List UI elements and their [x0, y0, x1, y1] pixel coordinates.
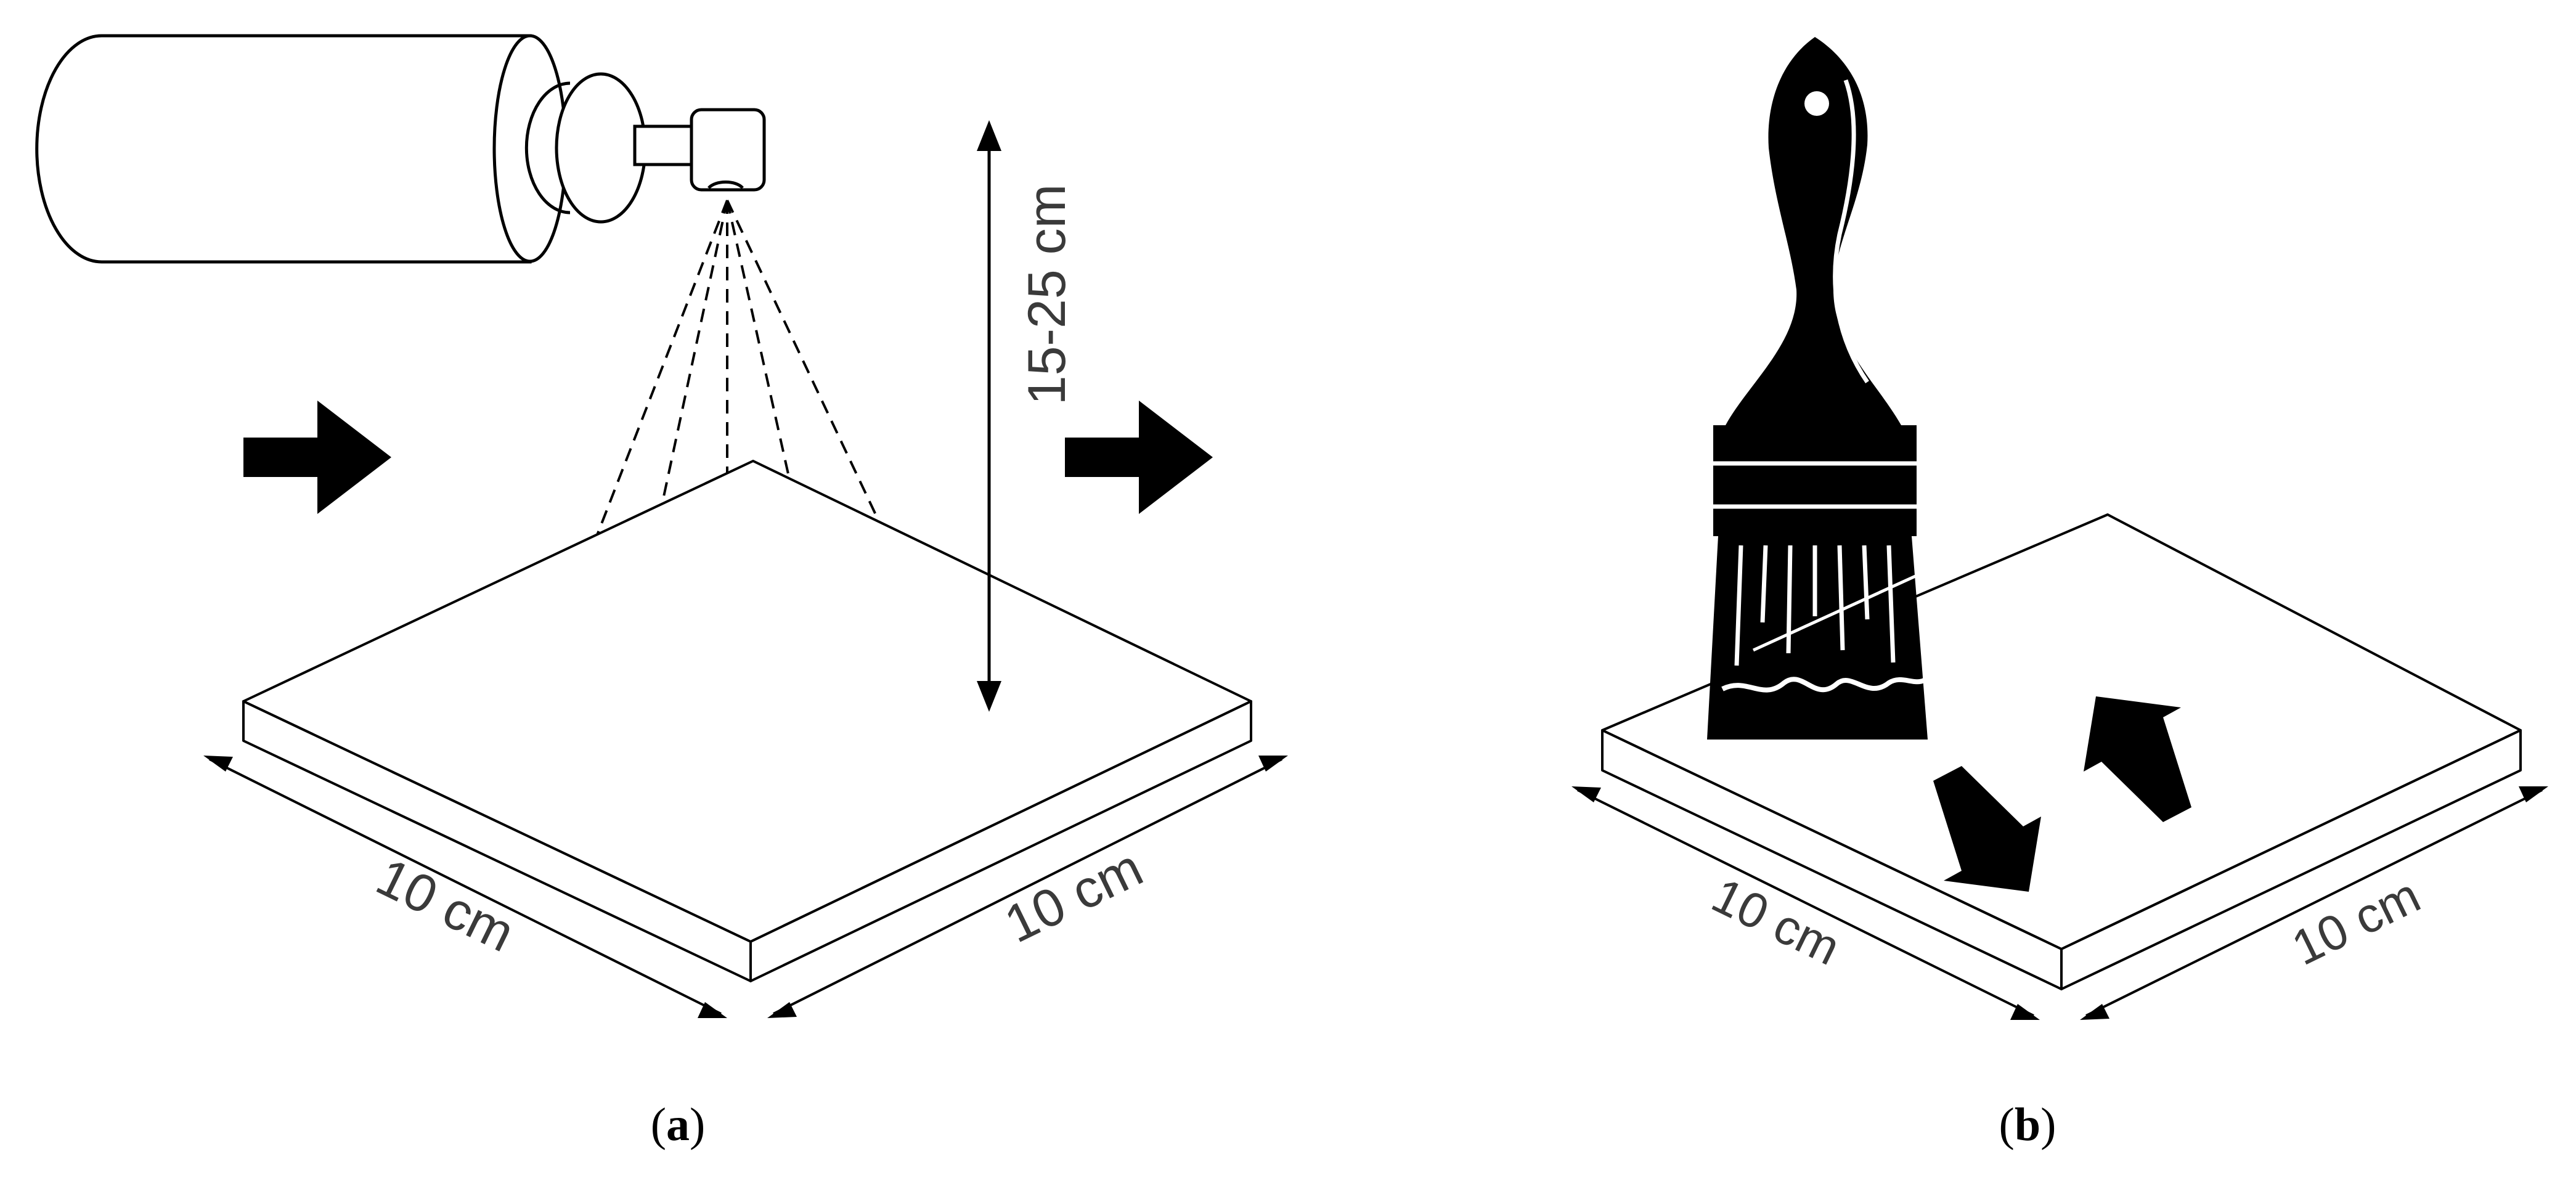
height-label: 15-25 cm	[1017, 184, 1077, 406]
caption-b: (b)	[1999, 1099, 2056, 1151]
caption-b-open: (	[1999, 1099, 2015, 1151]
caption-b-close: )	[2040, 1099, 2056, 1151]
spray-can-icon	[35, 34, 766, 264]
caption-b-letter: b	[2015, 1099, 2040, 1151]
caption-a-letter: a	[666, 1099, 690, 1151]
height-dimension	[977, 120, 1001, 712]
right-arrow-icon	[243, 401, 391, 514]
left-dimension-arrow-b	[1571, 786, 2040, 1020]
back-and-forth-arrows-icon	[1933, 696, 2191, 892]
caption-a-open: (	[651, 1099, 666, 1151]
tile-a	[242, 460, 1252, 982]
right-arrow-icon	[1065, 401, 1213, 514]
right-dimension-label-b: 10 cm	[2284, 868, 2429, 976]
left-dimension-label: 10 cm	[367, 847, 523, 963]
panel-a: 15-25 cm 10 cm 10 cm (a)	[35, 34, 1288, 1151]
right-dimension-arrow-b	[2080, 786, 2548, 1020]
caption-a-close: )	[690, 1099, 705, 1151]
right-dimension-label: 10 cm	[996, 838, 1152, 954]
tile-b	[1601, 513, 2522, 990]
panel-b: 10 cm 10 cm (b)	[1571, 37, 2548, 1151]
right-dimension-arrow	[767, 756, 1288, 1018]
left-dimension-label-b: 10 cm	[1704, 868, 1849, 976]
caption-a: (a)	[651, 1099, 706, 1151]
left-dimension-arrow	[203, 756, 727, 1018]
paint-brush-icon	[1707, 37, 1928, 740]
